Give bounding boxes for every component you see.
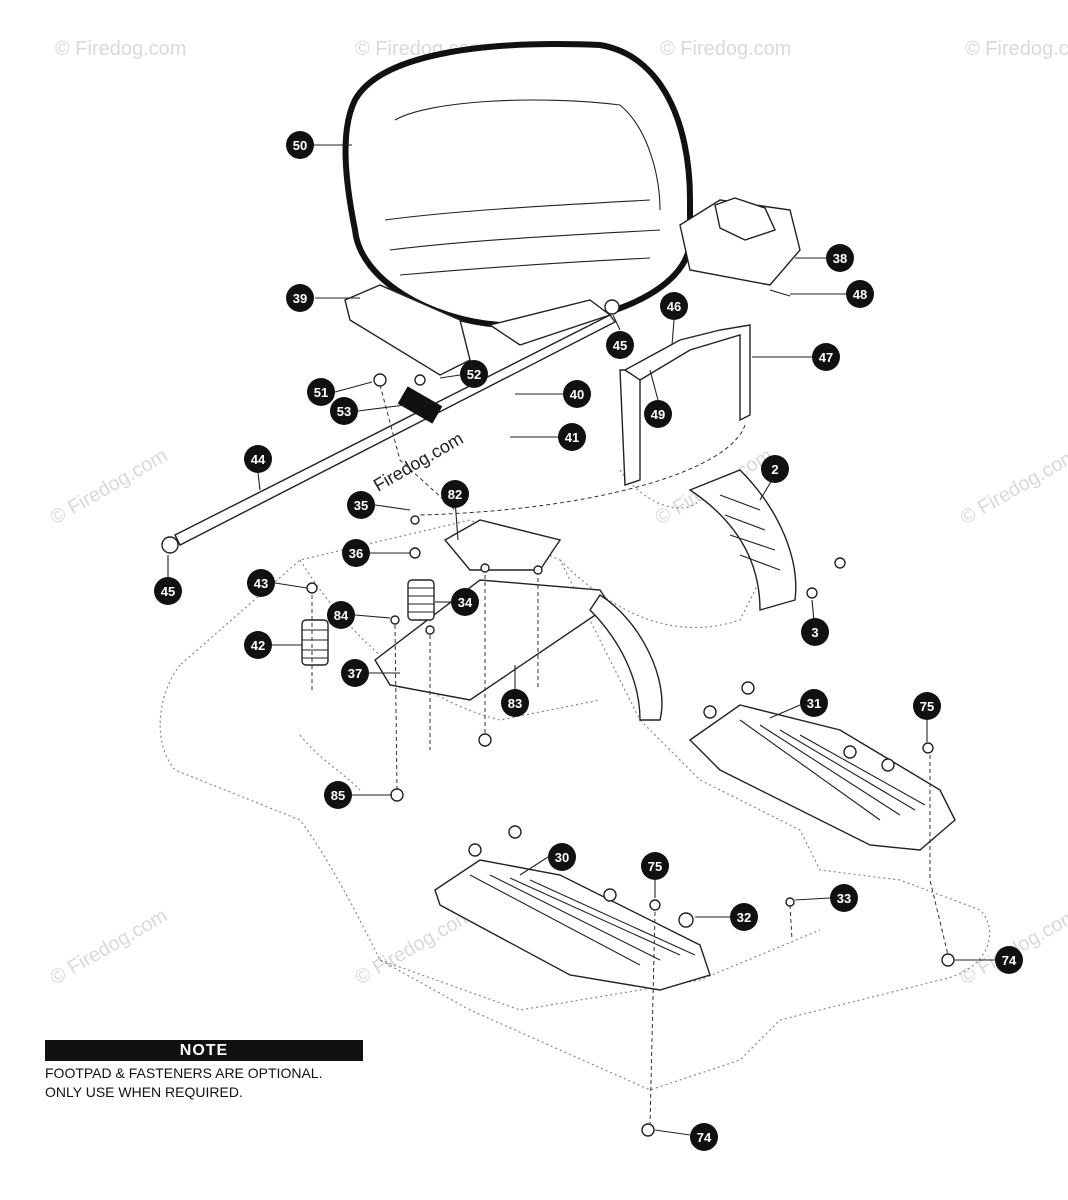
callout-33: 33 (830, 884, 858, 912)
watermark: © Firedog.com (47, 445, 172, 530)
svg-text:38: 38 (833, 251, 847, 266)
svg-text:34: 34 (458, 595, 473, 610)
watermark: © Firedog.com (352, 905, 477, 990)
watermark: © Firedog.com (965, 38, 1068, 60)
svg-text:46: 46 (667, 299, 681, 314)
svg-text:50: 50 (293, 138, 307, 153)
callout-52: 52 (460, 360, 488, 388)
callout-48: 48 (846, 280, 874, 308)
svg-text:32: 32 (737, 910, 751, 925)
note-heading: NOTE (45, 1040, 363, 1061)
callout-44: 44 (244, 445, 272, 473)
watermark: © Firedog.com (957, 445, 1068, 530)
watermark: © Firedog.com (47, 905, 172, 990)
footpad-right (688, 704, 956, 851)
callout-53: 53 (330, 397, 358, 425)
callout-40: 40 (563, 380, 591, 408)
svg-text:30: 30 (555, 850, 569, 865)
springs (301, 579, 435, 666)
callout-3: 3 (801, 618, 829, 646)
callout-41: 41 (558, 423, 586, 451)
callout-84: 84 (327, 601, 355, 629)
svg-text:45: 45 (613, 338, 627, 353)
note-text: FOOTPAD & FASTENERS ARE OPTIONAL. ONLY U… (45, 1064, 363, 1102)
svg-text:33: 33 (837, 891, 851, 906)
callout-35: 35 (347, 491, 375, 519)
switch-box (679, 197, 801, 297)
callout-82: 82 (441, 480, 469, 508)
svg-text:43: 43 (254, 576, 268, 591)
callout-75-right: 75 (913, 692, 941, 720)
watermark: © Firedog.com (55, 38, 186, 60)
footpad-left (434, 859, 711, 991)
callout-37: 37 (341, 659, 369, 687)
leader-lines (167, 144, 995, 1136)
callout-36: 36 (342, 539, 370, 567)
callout-43: 43 (247, 569, 275, 597)
svg-text:36: 36 (349, 546, 363, 561)
callout-38: 38 (826, 244, 854, 272)
svg-text:82: 82 (448, 487, 462, 502)
fasteners (306, 373, 955, 1137)
svg-text:45: 45 (161, 584, 175, 599)
watermark: © Firedog.com (660, 38, 791, 60)
svg-text:41: 41 (565, 430, 579, 445)
callout-83: 83 (501, 689, 529, 717)
callout-2: 2 (761, 455, 789, 483)
callout-45-top: 45 (606, 331, 634, 359)
svg-text:74: 74 (1002, 953, 1017, 968)
callout-47: 47 (812, 343, 840, 371)
svg-text:35: 35 (354, 498, 368, 513)
svg-text:85: 85 (331, 788, 345, 803)
callout-51: 51 (307, 378, 335, 406)
svg-text:51: 51 (314, 385, 328, 400)
callout-50: 50 (286, 131, 314, 159)
callout-46: 46 (660, 292, 688, 320)
callout-85: 85 (324, 781, 352, 809)
svg-text:48: 48 (853, 287, 867, 302)
svg-text:2: 2 (771, 462, 778, 477)
callout-45-bottom: 45 (154, 577, 182, 605)
callout-30: 30 (548, 843, 576, 871)
callout-31: 31 (800, 689, 828, 717)
svg-text:49: 49 (651, 407, 665, 422)
svg-text:52: 52 (467, 367, 481, 382)
svg-text:75: 75 (920, 699, 934, 714)
callout-34: 34 (451, 588, 479, 616)
callout-32: 32 (730, 903, 758, 931)
callout-74-right: 74 (995, 946, 1023, 974)
seat-mount-plate (374, 519, 663, 721)
svg-text:40: 40 (570, 387, 584, 402)
svg-text:84: 84 (334, 608, 349, 623)
callout-74-bottom: 74 (690, 1123, 718, 1151)
callouts: 50 38 48 39 46 47 45 52 51 40 53 49 41 2… (154, 131, 1023, 1151)
callout-75-left: 75 (641, 852, 669, 880)
seat-spring (688, 469, 797, 611)
svg-text:42: 42 (251, 638, 265, 653)
svg-text:47: 47 (819, 350, 833, 365)
callout-42: 42 (244, 631, 272, 659)
seat (342, 41, 693, 329)
svg-text:53: 53 (337, 404, 351, 419)
assembly-lines (311, 384, 949, 1126)
svg-text:31: 31 (807, 696, 821, 711)
note-line-2: ONLY USE WHEN REQUIRED. (45, 1084, 243, 1100)
svg-text:83: 83 (508, 696, 522, 711)
switch-bracket (619, 324, 751, 486)
callout-49: 49 (644, 400, 672, 428)
svg-text:39: 39 (293, 291, 307, 306)
svg-text:3: 3 (811, 625, 818, 640)
svg-text:37: 37 (348, 666, 362, 681)
svg-text:75: 75 (648, 859, 662, 874)
note-box: NOTE FOOTPAD & FASTENERS ARE OPTIONAL. O… (45, 1040, 363, 1102)
pivot-rod (161, 299, 620, 554)
note-line-1: FOOTPAD & FASTENERS ARE OPTIONAL. (45, 1065, 323, 1081)
callout-39: 39 (286, 284, 314, 312)
svg-text:74: 74 (697, 1130, 712, 1145)
svg-text:44: 44 (251, 452, 266, 467)
